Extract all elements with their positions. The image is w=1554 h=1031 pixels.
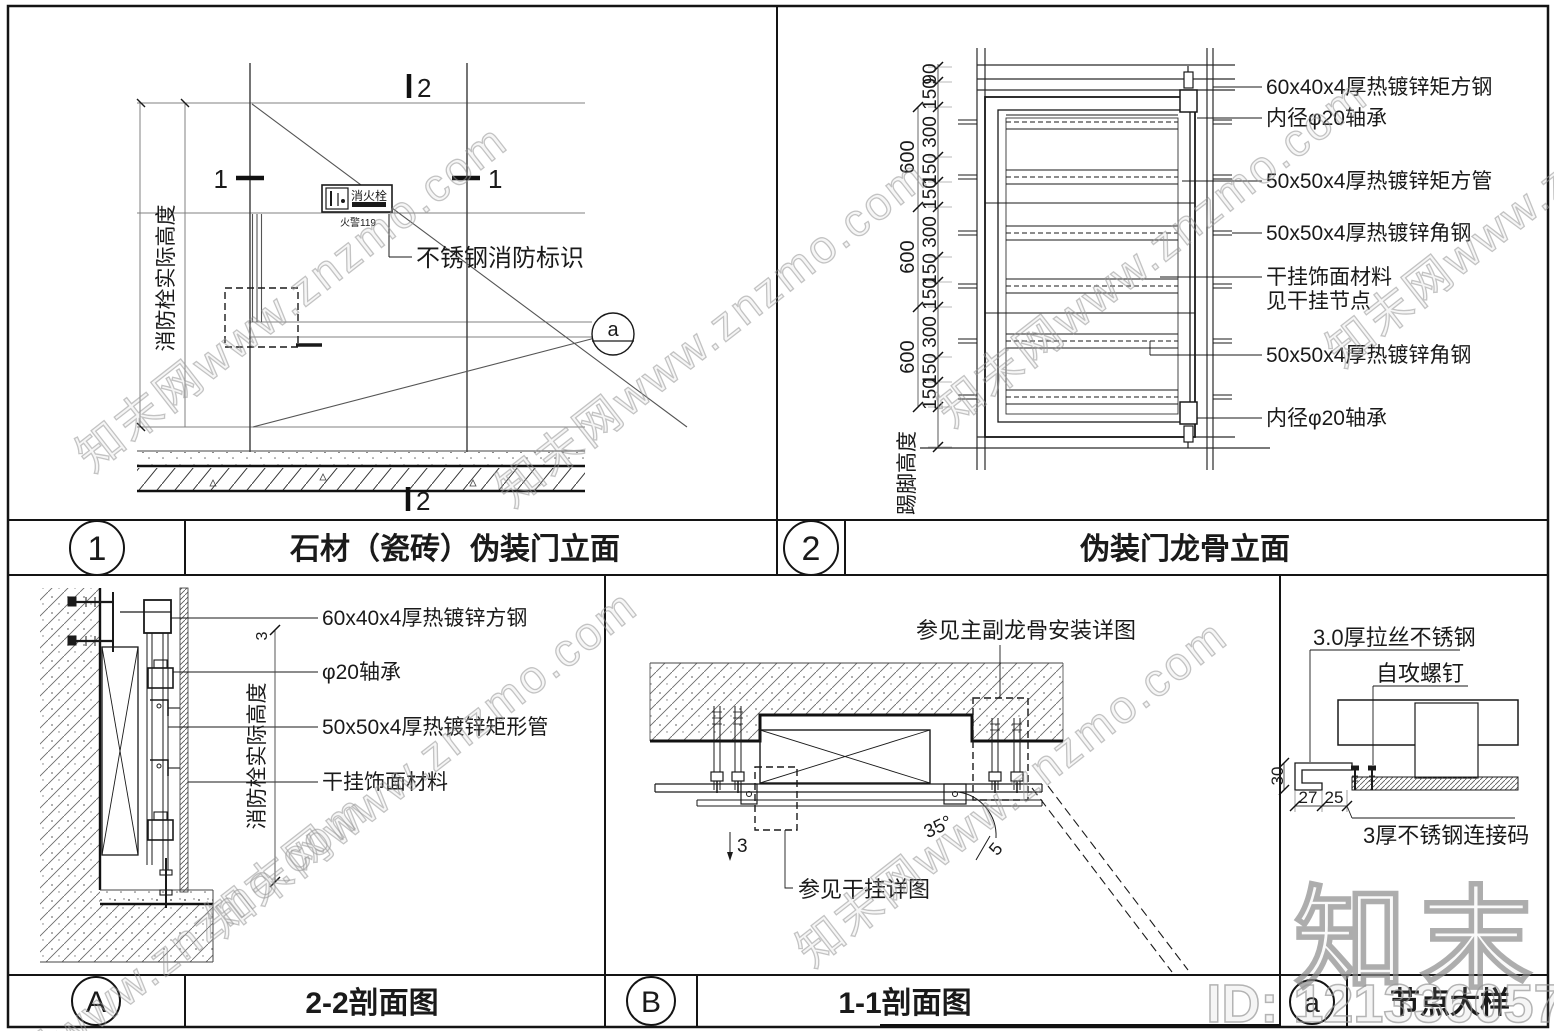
p1-sec2-top: 2 [417,73,431,103]
pA-anchors [67,592,171,652]
pa-dim30: 30 [1268,767,1287,786]
pB-title: 1-1剖面图 [838,987,971,1020]
pA-leaders [168,617,318,783]
panelA-linework: 60x40x4厚热镀锌方钢 φ20轴承 50x50x4厚热镀锌矩形管 干挂饰面材… [40,587,548,963]
panel1-floor [137,450,585,493]
svg-text:600: 600 [897,340,919,373]
pB-dim3: 3 [737,836,748,857]
p1-title: 石材（瓷砖）伪装门立面 [289,532,620,566]
p1-sec2-bottom: 2 [416,486,430,516]
pa-label-steel: 3.0厚拉丝不锈钢 [1313,625,1476,650]
pa-leaders [1309,649,1515,819]
p1-sec1-right: 1 [488,164,502,194]
pB-note2: 参见干挂详图 [798,877,930,902]
svg-text:见干挂节点: 见干挂节点 [1266,290,1371,313]
title-bars: 1 石材（瓷砖）伪装门立面 2 伪装门龙骨立面 A 2-2剖面图 B 1-1剖面… [69,520,1510,1026]
svg-text:600: 600 [897,140,919,173]
pa-label-screw: 自攻螺钉 [1376,661,1464,686]
detail-bubble-a [591,312,635,356]
panelB-linework: 参见主副龙骨安装详图 参见干挂详图 3 35° 5 [649,618,1189,973]
pa-title: 节点大样 [1390,987,1510,1020]
svg-text:50x50x4厚热镀锌矩方管: 50x50x4厚热镀锌矩方管 [1266,170,1492,193]
pB-bolts [710,706,1024,793]
p1-hydrant-text: 消火栓 [351,188,387,203]
svg-text:150: 150 [920,353,941,385]
svg-text:90: 90 [920,63,941,84]
svg-text:600: 600 [897,240,919,273]
p1-dim-height: 消防栓实际高度 [155,205,178,352]
fire-hydrant-sign [321,184,393,213]
svg-text:150: 150 [920,278,941,310]
pB-dashed [754,697,1189,973]
section-markers-p1 [236,74,480,511]
svg-text:300: 300 [920,216,941,248]
pa-dim27: 27 [1299,788,1318,807]
svg-text:干挂饰面材料: 干挂饰面材料 [322,771,448,794]
svg-text:300: 300 [920,316,941,348]
panel2-linework: 90 150 300 150 150 300 150 150 300 150 1… [896,48,1492,515]
svg-text:50x50x4厚热镀锌矩形管: 50x50x4厚热镀锌矩形管 [322,716,548,739]
pB-number: B [641,986,661,1019]
p2-member-rows [958,114,1232,405]
p1-bubble-letter: a [607,319,619,341]
pA-dimension [269,624,281,888]
pA-dim-height: 消防栓实际高度 [246,683,269,830]
p1-number: 1 [88,530,107,568]
pA-labels: 60x40x4厚热镀锌方钢 φ20轴承 50x50x4厚热镀锌矩形管 干挂饰面材… [322,607,548,794]
p1-sec1-left: 1 [214,164,228,194]
svg-text:60x40x4厚热镀锌方钢: 60x40x4厚热镀锌方钢 [322,607,527,630]
pA-steel [101,599,180,908]
panelDetail-linework: 3.0厚拉丝不锈钢 自攻螺钉 3厚不锈钢连接码 30 27 25 [1268,625,1529,848]
svg-text:150: 150 [920,78,941,110]
pa-number: a [1304,987,1320,1018]
svg-text:60x40x4厚热镀锌矩方钢: 60x40x4厚热镀锌矩方钢 [1266,76,1492,99]
panel1-linework: 消防栓实际高度 1 1 2 2 消火栓 火警119 不锈钢消防标识 a [136,63,688,516]
svg-text:50x50x4厚热镀锌角钢: 50x50x4厚热镀锌角钢 [1266,344,1471,367]
svg-text:150: 150 [920,253,941,285]
svg-text:干挂饰面材料: 干挂饰面材料 [1266,266,1392,289]
pa-label-code: 3厚不锈钢连接码 [1363,823,1529,848]
svg-text:内径φ20轴承: 内径φ20轴承 [1266,407,1387,430]
p2-number: 2 [802,530,821,568]
p2-bearings [1179,66,1198,448]
sheet-borders [6,4,1550,1029]
p2-skirt-label: 踢脚高度 [896,431,919,515]
pa-dims [1278,757,1353,812]
p2-title: 伪装门龙骨立面 [1080,532,1290,566]
p2-labels: 60x40x4厚热镀锌矩方钢 内径φ20轴承 50x50x4厚热镀锌矩方管 50… [1266,76,1492,430]
pB-note1: 参见主副龙骨安装详图 [916,618,1136,643]
svg-text:φ20轴承: φ20轴承 [322,661,401,684]
pB-dim5: 5 [985,839,1007,860]
svg-text:150: 150 [920,378,941,410]
pa-dim25: 25 [1325,788,1344,807]
svg-text:150: 150 [920,178,941,210]
p1-sign-label: 不锈钢消防标识 [416,245,584,272]
p2-leaders [1149,86,1262,419]
p2-dimensions [912,61,952,453]
pB-dims [727,645,1001,889]
svg-text:内径φ20轴承: 内径φ20轴承 [1266,107,1387,130]
svg-text:150: 150 [920,153,941,185]
svg-text:300: 300 [920,116,941,148]
pA-title: 2-2剖面图 [305,987,438,1020]
pA-number: A [86,986,106,1019]
p1-fire119-text: 火警119 [340,216,376,229]
p2-dim-texts: 90 150 300 150 150 300 150 150 300 150 1… [896,63,941,515]
pa-screws [1351,765,1376,790]
pB-angle: 35° [921,812,956,843]
pA-dim3: 3 [254,631,271,640]
svg-text:50x50x4厚热镀锌角钢: 50x50x4厚热镀锌角钢 [1266,222,1471,245]
